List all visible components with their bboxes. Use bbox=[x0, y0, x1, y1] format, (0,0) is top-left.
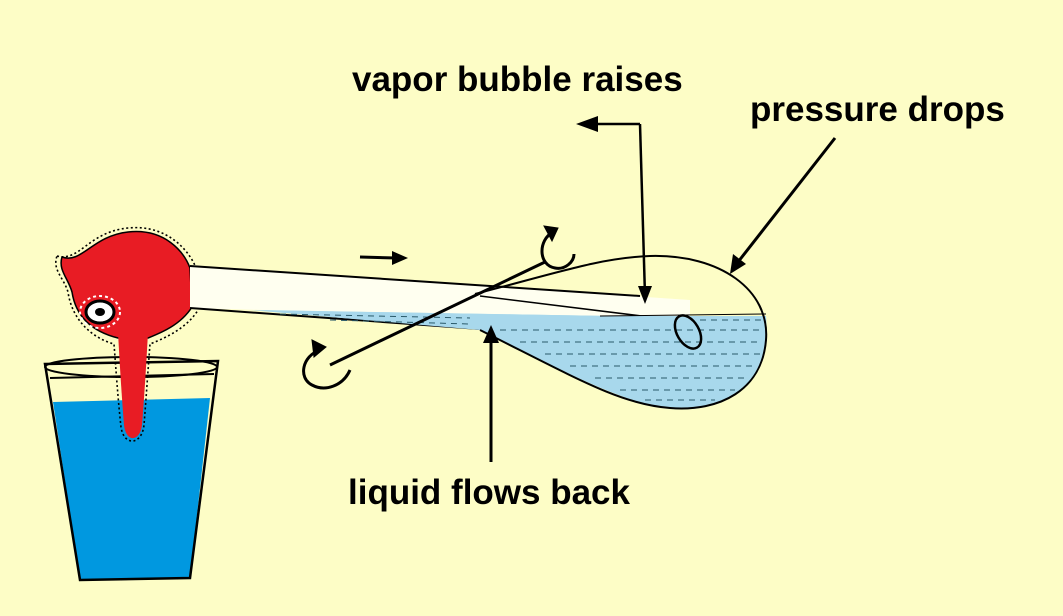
flask-liquid bbox=[250, 310, 767, 410]
flask-outline bbox=[474, 254, 768, 410]
water-fill bbox=[53, 398, 210, 580]
red-bulb-head bbox=[55, 226, 199, 442]
inner-tube-tip bbox=[673, 314, 703, 350]
bulb-head-fill bbox=[60, 230, 193, 339]
bulb-neck bbox=[118, 332, 148, 439]
bulb-eye-outer bbox=[79, 295, 121, 329]
axle-line bbox=[329, 260, 546, 367]
tube-top-edge bbox=[189, 265, 641, 297]
flask-body bbox=[250, 254, 768, 410]
label-liquid-flows-back: liquid flows back bbox=[348, 473, 630, 512]
flow-direction-arrow bbox=[359, 251, 408, 265]
tube-body bbox=[190, 266, 690, 322]
liquid-flows-pointer bbox=[483, 325, 499, 462]
label-pressure-drops: pressure drops bbox=[750, 90, 1005, 129]
pivot-axle bbox=[329, 260, 546, 367]
bulb-eye-pupil bbox=[95, 308, 105, 316]
pressure-drops-pointer bbox=[730, 137, 837, 274]
rotation-arrow-lower-head bbox=[311, 339, 327, 358]
label-vapor-bubble-raises: vapor bubble raises bbox=[352, 60, 683, 99]
rotation-arrow-upper bbox=[540, 225, 576, 270]
bulb-dotted-outline bbox=[55, 226, 199, 442]
vapor-bubble-pointer bbox=[576, 116, 652, 304]
glass-outline bbox=[43, 359, 220, 582]
liquid-texture bbox=[279, 313, 762, 401]
rotation-arrow-upper-head bbox=[543, 225, 559, 243]
rotation-arrow-lower bbox=[302, 339, 352, 390]
